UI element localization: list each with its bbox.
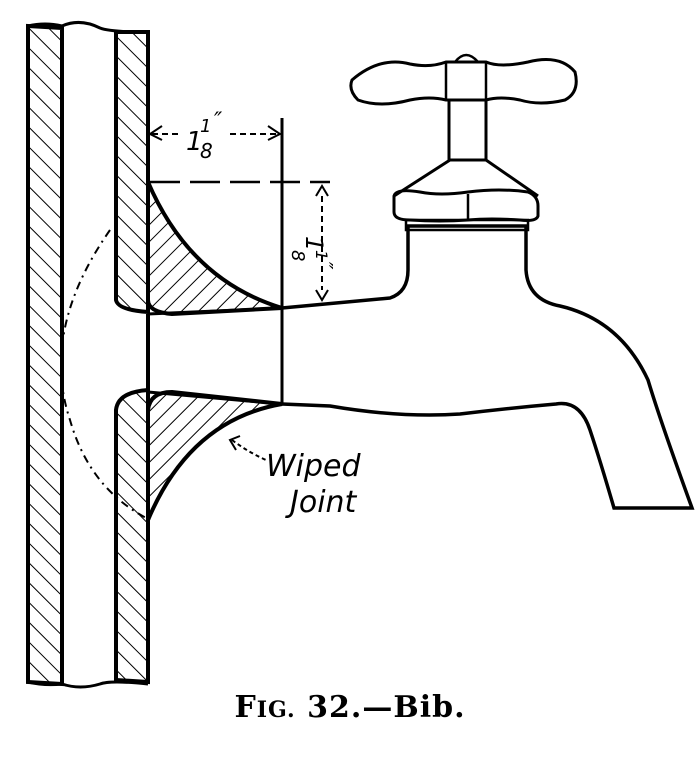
pipe-break-top (27, 21, 149, 34)
faucet-tail-bottom (147, 390, 283, 406)
dim-v-unit: ″ (313, 262, 337, 270)
wiped-joint-callout: Wiped Joint (228, 435, 361, 520)
dim-v-whole: 1 (300, 236, 328, 251)
figure-caption: FIG. 32.—Bib. (0, 690, 700, 725)
faucet-body (280, 224, 695, 510)
wiped-joint-lower (146, 389, 283, 521)
wiped-label-line1: Wiped (266, 449, 361, 484)
packing-nut (392, 158, 540, 223)
vertical-dimension: 1 1 8 ″ (287, 184, 337, 302)
dim-v-num: 1 (312, 250, 331, 260)
pipe-left-wall (26, 23, 64, 687)
wiped-joint-upper (146, 181, 283, 317)
caption-rest: 32.—Bib. (295, 690, 466, 725)
dim-h-whole: 1 (186, 127, 203, 157)
dim-h-num: 1 (200, 116, 211, 137)
caption-smallcaps: IG. (256, 697, 296, 723)
wiped-label-line2: Joint (285, 485, 358, 520)
valve-stem (447, 98, 488, 162)
horizontal-dimension: 1 1 8 ″ (148, 109, 284, 296)
hub-dashed-arc (60, 229, 151, 521)
faucet-tail-top (147, 306, 283, 316)
t-handle (349, 53, 578, 106)
caption-prefix: F (234, 690, 257, 725)
dim-h-unit: ″ (214, 109, 223, 134)
dim-v-den: 8 (287, 250, 308, 261)
pipe-right-wall (114, 30, 150, 685)
dim-h-den: 8 (200, 139, 213, 163)
pipe-break-bottom (27, 680, 149, 689)
